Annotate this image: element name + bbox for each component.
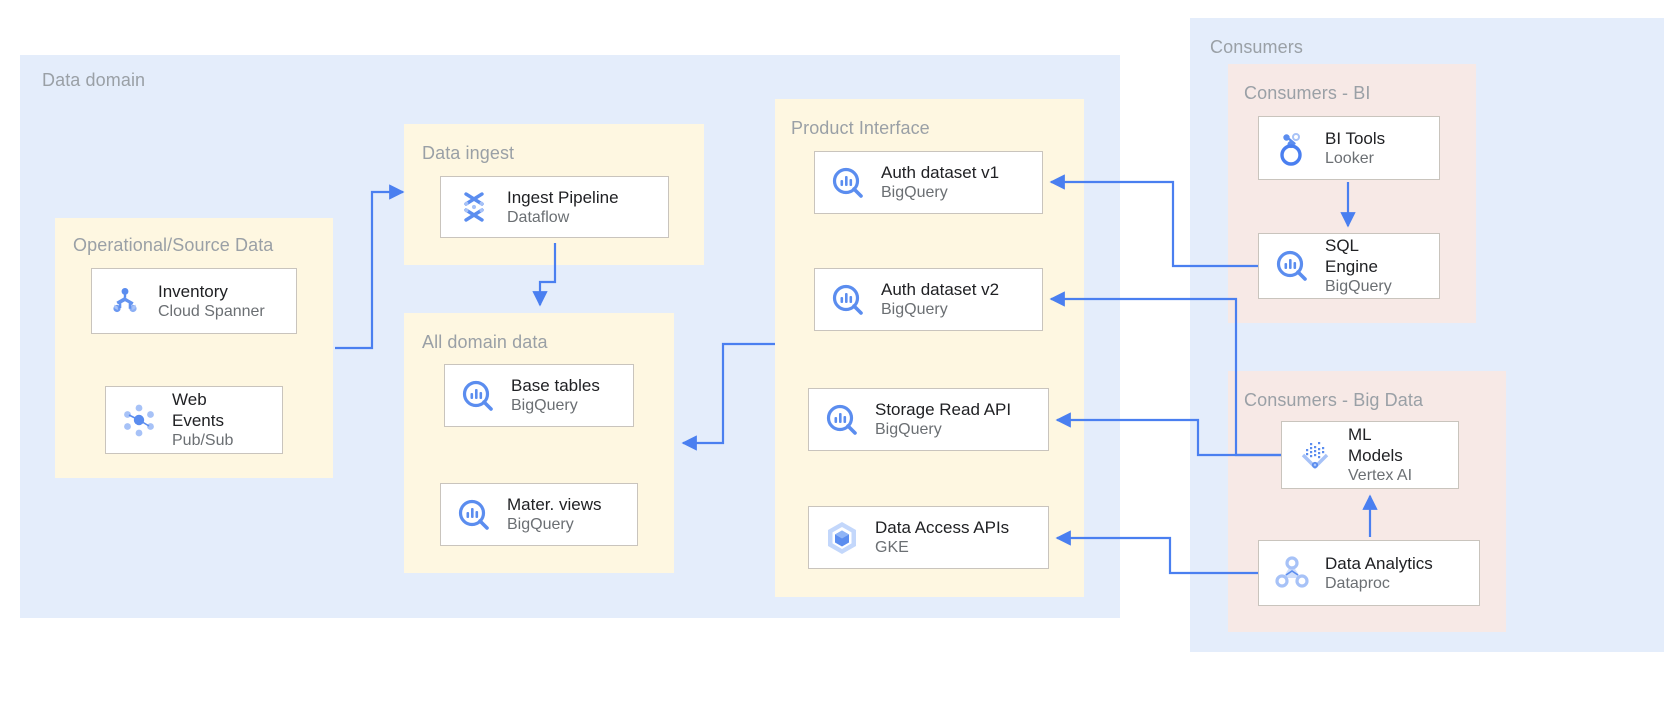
node-subtitle: Dataflow [507,208,570,226]
node-subtitle: Cloud Spanner [158,302,265,320]
node-title: BI Tools [1325,128,1386,148]
node-mater-views[interactable]: Mater. views BigQuery [440,483,638,546]
node-web-events[interactable]: Web Events Pub/Sub [105,386,283,454]
node-storage-read-api[interactable]: Storage Read API BigQuery [808,388,1049,451]
node-ml-models[interactable]: ML Models Vertex AI [1281,421,1459,489]
node-title: Ingest Pipeline [507,187,619,207]
node-title: Web Events [172,390,224,430]
group-data-ingest-label: Data ingest [422,143,515,163]
group-product-interface-label: Product Interface [791,118,930,138]
node-title: ML Models [1348,425,1403,465]
pubsub-icon [116,397,162,443]
node-title: Auth dataset v1 [881,163,1000,182]
group-all-domain-data-label: All domain data [422,332,548,352]
node-subtitle: BigQuery [875,421,942,438]
node-subtitle: Vertex AI [1348,467,1413,484]
node-subtitle: Looker [1325,149,1374,167]
bigquery-icon [451,492,497,538]
node-subtitle: BigQuery [511,397,578,414]
node-subtitle: BigQuery [881,184,948,201]
bigquery-icon [455,373,501,419]
node-bi-tools[interactable]: BI Tools Looker [1258,116,1440,180]
bigquery-icon [825,277,871,323]
dataproc-icon [1269,550,1315,596]
group-operational-source-data-label: Operational/Source Data [73,235,274,255]
node-title: Data Analytics [1325,553,1433,573]
node-title: Inventory [158,281,228,301]
cloud-spanner-icon [102,278,148,324]
dataflow-icon [451,184,497,230]
node-subtitle: Pub/Sub [172,432,234,449]
node-data-analytics[interactable]: Data Analytics Dataproc [1258,540,1480,606]
node-ingest-pipeline[interactable]: Ingest Pipeline Dataflow [440,176,669,238]
node-title: Mater. views [507,495,602,514]
node-title: Data Access APIs [875,518,1010,537]
node-subtitle: BigQuery [507,516,574,533]
node-title: Auth dataset v2 [881,280,1000,299]
group-consumers-big-data-label: Consumers - Big Data [1244,390,1424,410]
looker-icon [1269,125,1315,171]
node-auth-dataset-v2[interactable]: Auth dataset v2 BigQuery [814,268,1043,331]
bigquery-icon [819,397,865,443]
node-data-access-apis[interactable]: Data Access APIs GKE [808,506,1049,569]
group-consumers-label: Consumers [1210,37,1303,57]
node-base-tables[interactable]: Base tables BigQuery [444,364,634,427]
node-sql-engine[interactable]: SQL Engine BigQuery [1258,233,1440,299]
bigquery-icon [1269,243,1315,289]
node-inventory[interactable]: Inventory Cloud Spanner [91,268,297,334]
group-consumers-bi-label: Consumers - BI [1244,83,1371,103]
node-subtitle: GKE [875,539,909,556]
node-subtitle: Dataproc [1325,574,1390,592]
node-auth-dataset-v1[interactable]: Auth dataset v1 BigQuery [814,151,1043,214]
node-subtitle: BigQuery [881,301,948,318]
node-title: Base tables [511,376,600,395]
node-title: Storage Read API [875,400,1012,419]
group-data-domain-label: Data domain [42,70,146,90]
gke-icon [819,515,865,561]
node-subtitle: BigQuery [1325,278,1392,295]
bigquery-icon [825,160,871,206]
node-title: SQL Engine [1325,236,1378,276]
vertex-ai-icon [1292,432,1338,478]
